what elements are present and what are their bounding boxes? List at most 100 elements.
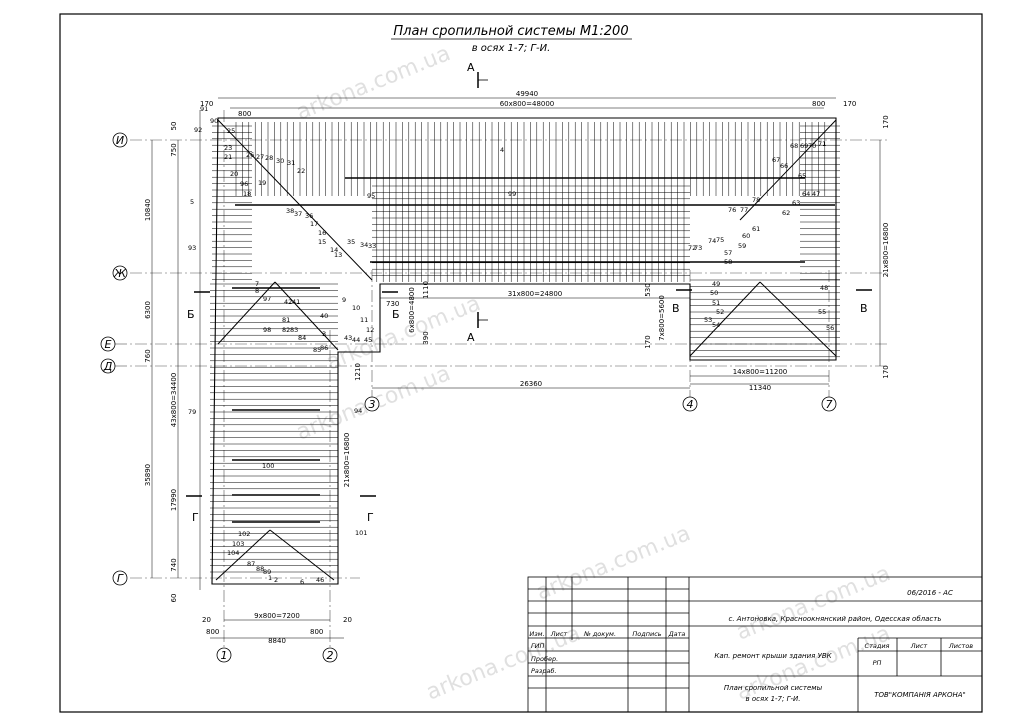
svg-text:43x800=34400: 43x800=34400 [170, 373, 178, 428]
svg-text:49940: 49940 [516, 90, 538, 98]
watermark: arkona.com.ua [533, 521, 694, 606]
rafter-number: 9 [342, 296, 346, 304]
rafter-number: 40 [320, 312, 328, 320]
roof-outline [211, 117, 837, 585]
project-name: Кап. ремонт крыши здания УВК [714, 652, 832, 660]
rafter-number: 16 [318, 229, 326, 237]
axis-label-row: И [116, 134, 124, 147]
svg-text:7x800=5600: 7x800=5600 [658, 295, 666, 341]
rafter-number: 94 [354, 407, 362, 415]
rafter-number: 78 [752, 196, 760, 204]
rafter-number: 100 [262, 462, 274, 470]
rafter-number: 69 [800, 142, 808, 150]
rafter-number: 3 [322, 330, 326, 338]
rafter-number: 60 [742, 232, 750, 240]
rafter-number: 54 [712, 321, 720, 329]
rafter-number: 103 [232, 540, 244, 548]
sheet-title-line-2: в осях 1-7; Г-И. [746, 695, 801, 703]
svg-text:170: 170 [200, 100, 213, 108]
rafter-number: 41 [292, 298, 300, 306]
section-label: Б [187, 308, 195, 321]
rafter-number: 91 [200, 105, 208, 113]
role-gip: ГИП [531, 642, 544, 650]
section-label: В [860, 302, 868, 315]
rafter-number: 68 [790, 142, 798, 150]
axis-label-col: 3 [369, 398, 376, 411]
sheet-header: Лист [910, 642, 928, 650]
rafter-number: 36 [305, 212, 313, 220]
rafter-number: 17 [310, 220, 318, 228]
header-sign: Подпись [632, 630, 661, 638]
document-code: 06/2016 - АС [907, 589, 953, 597]
rafter-number: 31 [287, 159, 295, 167]
rafter-number: 59 [738, 242, 746, 250]
rafter-number: 71 [818, 140, 826, 148]
sheet-title-line-1: План сропильной системы [724, 684, 823, 692]
rafter-number: 93 [188, 244, 196, 252]
svg-text:390: 390 [422, 331, 430, 344]
role-razrab: Разраб. [531, 667, 557, 675]
rafter-number: 84 [298, 334, 306, 342]
rafter-number: 7 [255, 280, 259, 288]
rafter-number: 61 [752, 225, 760, 233]
drawing-subtitle: в осях 1-7; Г-И. [472, 43, 551, 54]
title-block [527, 576, 983, 713]
rafter-number: 86 [320, 344, 328, 352]
rafter-number: 34 [360, 241, 368, 249]
hip-lines [215, 119, 837, 581]
rafter-number: 98 [263, 326, 271, 334]
rafter-number: 21 [224, 153, 232, 161]
rafter-number: 46 [316, 576, 324, 584]
rafter-number: 2 [274, 576, 278, 584]
rafter-number: 1 [268, 574, 272, 582]
rafter-number: 43 [344, 334, 352, 342]
rafter-number: 99 [508, 190, 516, 198]
location-text: с. Антоновка, Красноокнянский район, Оде… [729, 615, 942, 623]
svg-text:170: 170 [644, 335, 652, 348]
rafter-number: 37 [294, 210, 302, 218]
section-label: А [467, 331, 475, 344]
rafter-number: 87 [247, 560, 255, 568]
rafter-number: 57 [724, 249, 732, 257]
svg-text:1110: 1110 [422, 281, 430, 299]
rafter-number: 23 [224, 144, 232, 152]
rafter-number: 27 [256, 153, 264, 161]
rafter-number: 70 [808, 142, 816, 150]
section-label: Г [192, 511, 199, 524]
stage-header: Стадия [865, 642, 890, 650]
rafter-number: 26 [246, 151, 254, 159]
rafter-number: 62 [782, 209, 790, 217]
company-name: ТОВ"КОМПАНІЯ АРКОНА" [874, 691, 966, 699]
rafter-number: 72 [688, 244, 696, 252]
rafter-number: 38 [286, 207, 294, 215]
rafter-number: 63 [792, 199, 800, 207]
svg-text:26360: 26360 [520, 380, 542, 388]
rafter-number: 83 [290, 326, 298, 334]
rafter-number: 67 [772, 156, 780, 164]
rafter-number: 33 [368, 242, 376, 250]
axis-label-col: 1 [221, 649, 228, 662]
svg-text:20: 20 [343, 616, 352, 624]
header-list: Лист [550, 630, 568, 638]
section-label: В [672, 302, 680, 315]
rafter-number: 19 [258, 179, 266, 187]
dimension-texts: 49940 60x800=48000 800 800 170 170 10840… [144, 90, 890, 645]
rafter-number: 47 [812, 190, 820, 198]
svg-text:530: 530 [644, 283, 652, 296]
rafter-number: 101 [355, 529, 367, 537]
rafter-number: 90 [210, 117, 218, 125]
axis-label-col: 7 [826, 398, 833, 411]
rafter-number: 96 [240, 180, 248, 188]
rafter-number: 14 [330, 246, 338, 254]
svg-text:60x800=48000: 60x800=48000 [500, 100, 555, 108]
rafter-number: 88 [256, 565, 264, 573]
rafter-number: 65 [798, 172, 806, 180]
rafter-number: 30 [276, 157, 284, 165]
svg-text:60: 60 [170, 594, 178, 603]
rafter-number: 56 [826, 324, 834, 332]
rafter-number: 89 [263, 568, 271, 576]
svg-text:20: 20 [202, 616, 211, 624]
rafter-number: 48 [820, 284, 828, 292]
